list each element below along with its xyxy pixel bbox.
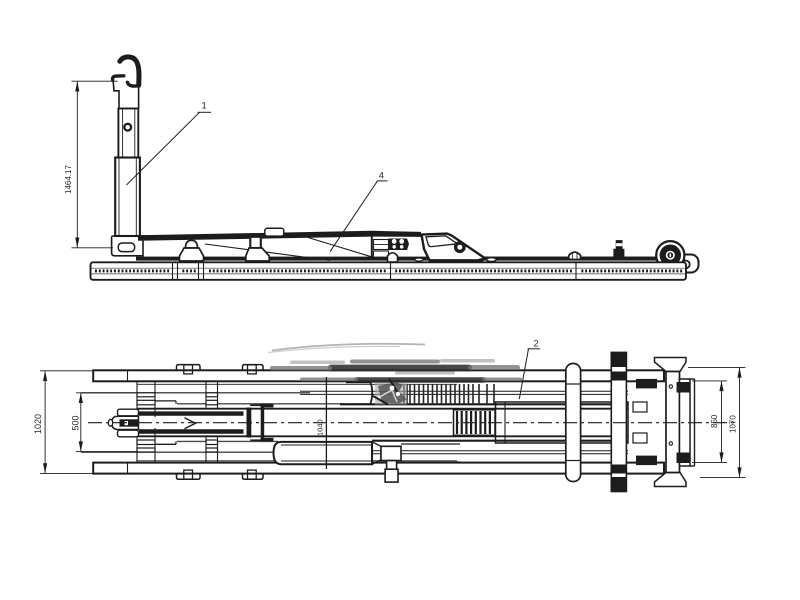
svg-text:1464.17: 1464.17 xyxy=(64,165,73,194)
svg-text:4: 4 xyxy=(379,171,384,182)
svg-text:1020: 1020 xyxy=(33,414,43,434)
svg-text:500: 500 xyxy=(71,415,81,430)
svg-text:1: 1 xyxy=(202,101,207,112)
svg-text:850: 850 xyxy=(710,414,719,428)
svg-text:2: 2 xyxy=(534,339,539,350)
svg-text:1040: 1040 xyxy=(316,419,325,436)
svg-text:1070: 1070 xyxy=(729,415,738,433)
